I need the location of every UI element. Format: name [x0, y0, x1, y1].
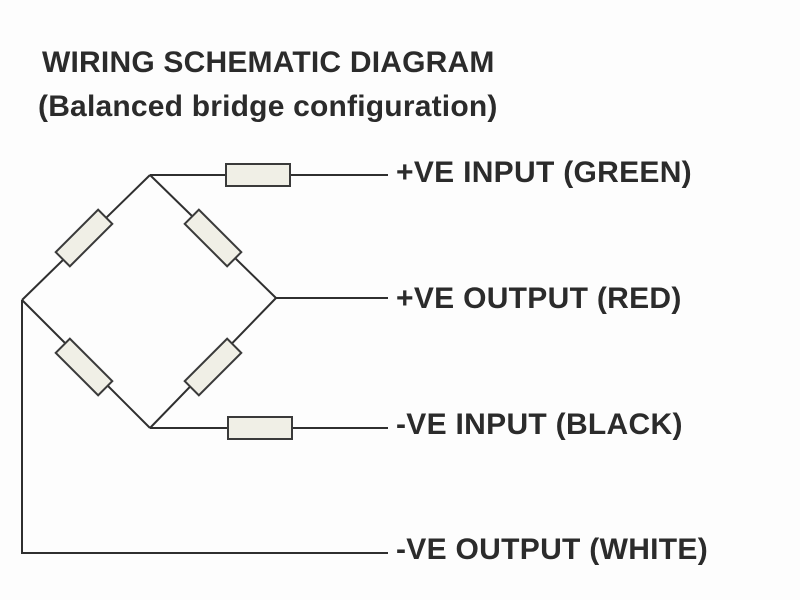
lead-label-positive-input: +VE INPUT (GREEN) [396, 156, 692, 189]
lead-label-positive-output: +VE OUTPUT (RED) [396, 282, 682, 315]
wire-negative-output [21, 300, 388, 554]
lead-label-negative-input: -VE INPUT (BLACK) [396, 408, 683, 441]
resistor-negative-input [227, 416, 293, 440]
resistor-positive-input [225, 163, 291, 187]
resistor-bridge-bottom-right [183, 337, 243, 397]
resistor-bridge-top-left [54, 208, 114, 268]
diagram-title: WIRING SCHEMATIC DIAGRAM [42, 46, 495, 79]
resistor-bridge-top-right [183, 208, 243, 268]
lead-label-negative-output: -VE OUTPUT (WHITE) [396, 533, 709, 566]
resistor-bridge-bottom-left [54, 337, 114, 397]
diagram-subtitle: (Balanced bridge configuration) [38, 90, 498, 123]
